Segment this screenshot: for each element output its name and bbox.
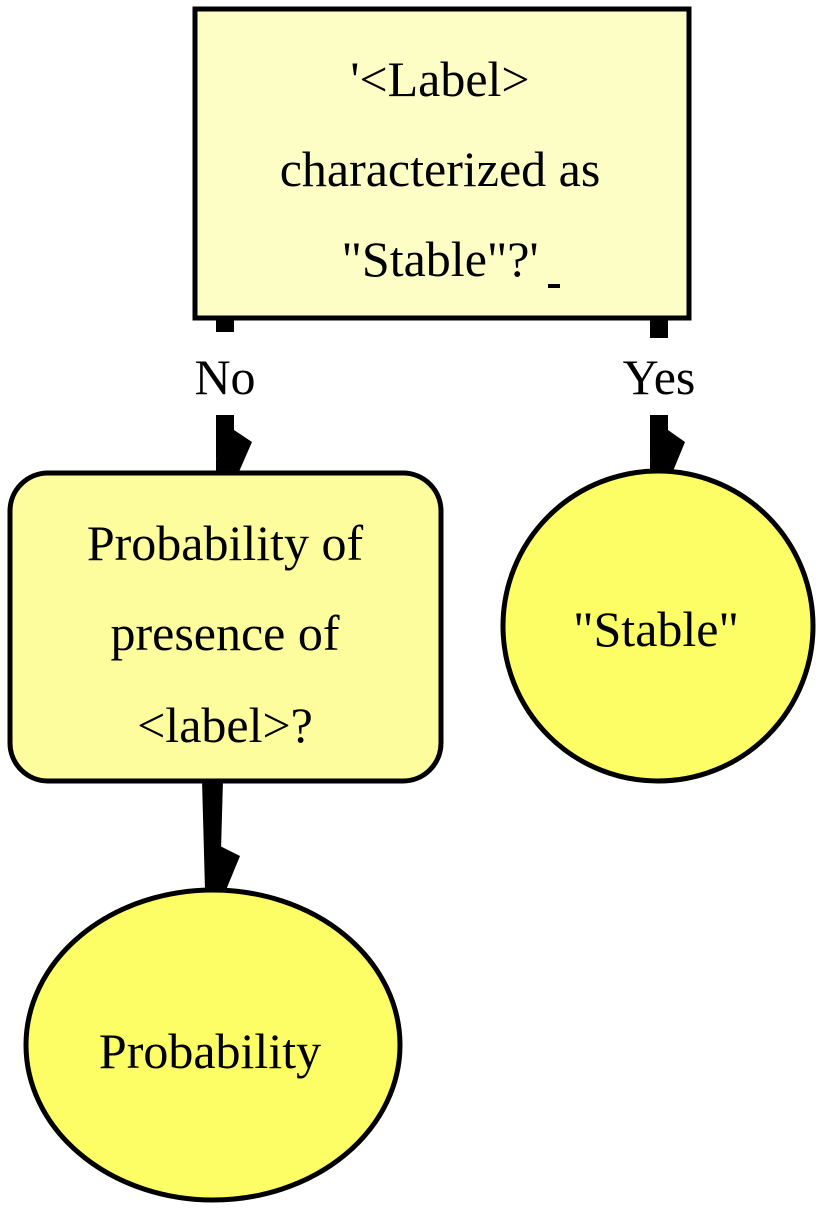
probability-leaf-node: Probability: [23, 887, 403, 1203]
edge-question-arrowhead: [205, 846, 240, 890]
edge-question-to-probability: [202, 780, 240, 890]
root-decision-box: [192, 6, 692, 321]
question-line-2: presence of: [110, 605, 339, 661]
stable-leaf-node: "Stable": [500, 468, 816, 784]
edge-no-arrowhead: [216, 430, 252, 474]
edge-no-line: [216, 415, 234, 460]
edge-yes-line: [650, 415, 668, 462]
question-line-3: <label>?: [137, 697, 313, 753]
root-line-2: characterized as: [280, 141, 601, 197]
edge-question-line: [202, 780, 223, 890]
root-line-1: '<Label>: [350, 51, 529, 107]
question-line-1: Probability of: [87, 515, 364, 571]
edge-yes: Yes: [623, 318, 696, 476]
probability-question-node: Probability of presence of <label>?: [7, 470, 444, 784]
edge-yes-arrowhead: [650, 430, 685, 476]
probability-question-box: [7, 470, 444, 784]
edge-no-stub: [216, 318, 234, 332]
stable-leaf-circle: [500, 468, 816, 784]
root-line-3: "Stable"?': [342, 231, 539, 287]
probability-leaf-circle: [23, 887, 403, 1203]
edge-yes-stub: [650, 318, 668, 338]
root-decision-node: '<Label> characterized as "Stable"?': [192, 6, 692, 321]
root-cursor-mark: [548, 284, 560, 288]
edge-no-label: No: [194, 349, 255, 405]
stable-leaf-label: "Stable": [573, 601, 739, 657]
edge-no: No: [194, 318, 256, 474]
probability-leaf-label: Probability: [99, 1023, 321, 1079]
edge-yes-label: Yes: [623, 349, 696, 405]
